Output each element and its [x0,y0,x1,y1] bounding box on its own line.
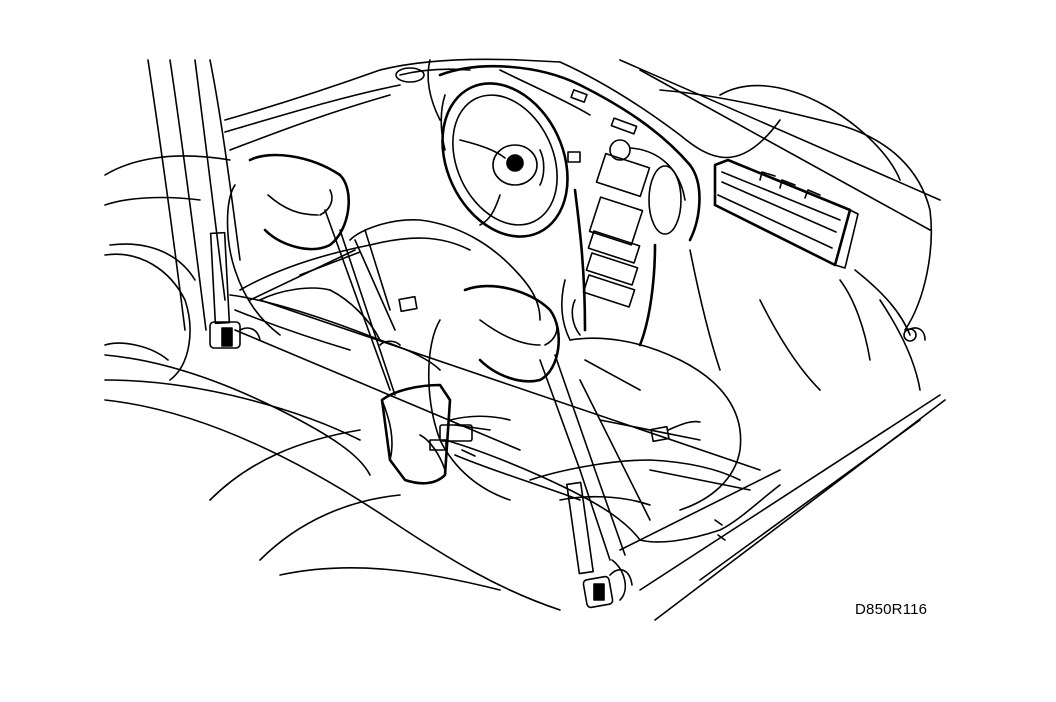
instrument-cluster [438,64,701,242]
floor-and-sill [234,249,946,621]
center-console [560,151,657,347]
passenger-seat [427,284,781,561]
steering-wheel [427,59,569,238]
door-panel [104,155,231,381]
rear-seat [104,354,561,611]
passenger-seatbelt-retractor [566,481,633,609]
passenger-airbag-module [713,158,859,269]
driver-seatbelt-retractor [209,231,261,349]
driver-seat [226,153,541,396]
figure-code-label: D850R116 [855,601,928,618]
center-armrest [380,383,491,485]
a-pillar [147,59,241,331]
dashboard [224,58,941,331]
